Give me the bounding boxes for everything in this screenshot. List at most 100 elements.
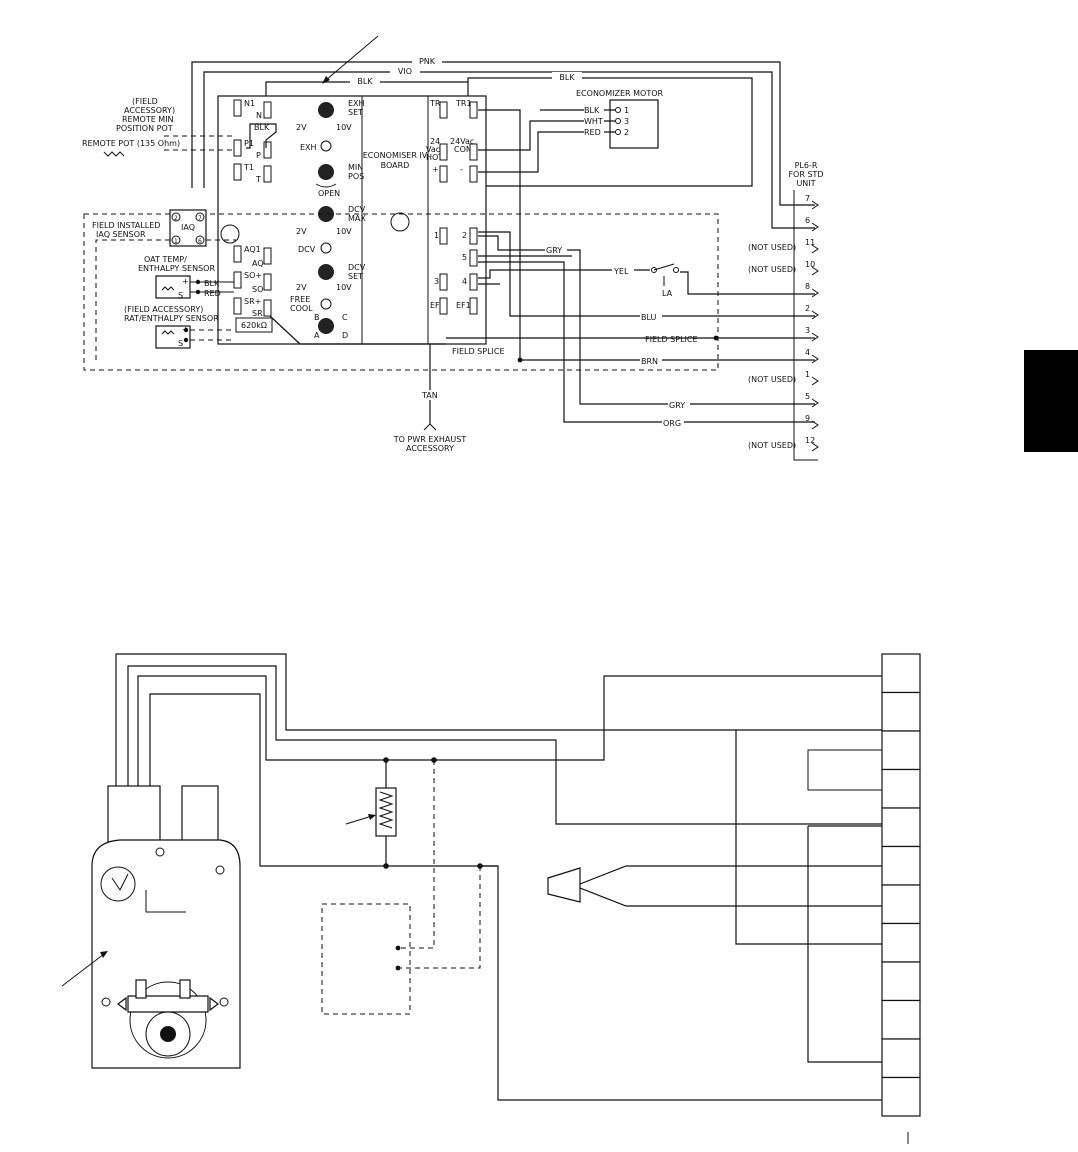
board-title: ECONOMISER IV xyxy=(363,151,428,160)
remote-pot-label: REMOTE POT (135 Ohm) xyxy=(82,139,180,148)
terminal-cell xyxy=(881,845,921,886)
plug-not-used-label: (NOT USED) xyxy=(748,375,796,384)
svg-text:(FIELD ACCESSORY): (FIELD ACCESSORY) xyxy=(124,305,203,314)
svg-text:EXH: EXH xyxy=(348,99,365,108)
svg-text:AQ: AQ xyxy=(252,259,264,268)
svg-text:P: P xyxy=(256,151,261,160)
plug-pl6-r xyxy=(793,190,818,461)
svg-text:FIELD SPLICE: FIELD SPLICE xyxy=(645,335,698,344)
plug-pin-9: 9 xyxy=(805,414,810,423)
plug-pin-12: 12 xyxy=(805,436,815,445)
terminal-cell xyxy=(881,884,921,925)
plug-pin-contact xyxy=(811,244,819,254)
plug-pin-contact xyxy=(811,332,819,342)
svg-text:SO+: SO+ xyxy=(244,271,262,280)
actuator-connector-right xyxy=(181,785,219,843)
svg-text:YEL: YEL xyxy=(613,267,629,276)
svg-text:ACCESSORY): ACCESSORY) xyxy=(124,106,175,115)
svg-text:3: 3 xyxy=(624,117,629,126)
svg-text:OPEN: OPEN xyxy=(318,189,340,198)
svg-text:HOT: HOT xyxy=(426,153,443,162)
svg-text:1: 1 xyxy=(174,238,178,245)
svg-text:COM: COM xyxy=(454,145,473,154)
actuator-wiring-diagram xyxy=(61,653,921,1144)
svg-text:FREE: FREE xyxy=(290,295,310,304)
svg-text:AQ1: AQ1 xyxy=(244,245,261,254)
svg-text:RAT/ENTHALPY SENSOR: RAT/ENTHALPY SENSOR xyxy=(124,314,219,323)
svg-text:3: 3 xyxy=(434,277,439,286)
svg-text:2V: 2V xyxy=(296,283,307,292)
svg-text:N: N xyxy=(256,111,262,120)
free-cool-led-icon xyxy=(320,298,332,310)
board-title-2: BOARD xyxy=(381,161,410,170)
svg-text:SET: SET xyxy=(348,272,363,281)
svg-text:TAN: TAN xyxy=(421,391,438,400)
svg-text:2V: 2V xyxy=(296,123,307,132)
svg-text:SR+: SR+ xyxy=(244,297,261,306)
svg-text:EXH: EXH xyxy=(300,143,317,152)
plug-pin-contact xyxy=(811,266,819,276)
wire-tr1-to-plug xyxy=(478,109,521,342)
svg-text:LA: LA xyxy=(662,289,673,298)
terminal-strip xyxy=(881,653,921,1117)
svg-text:4: 4 xyxy=(462,277,467,286)
svg-text:10V: 10V xyxy=(336,227,352,236)
svg-text:EF1: EF1 xyxy=(456,301,471,310)
plug-pin-3: 3 xyxy=(805,326,810,335)
svg-text:1: 1 xyxy=(624,106,629,115)
dcv-set-knob xyxy=(318,264,334,280)
svg-text:WHT: WHT xyxy=(584,117,603,126)
field-splice-boundary xyxy=(83,213,719,371)
exh-led-icon xyxy=(320,140,332,152)
svg-text:24Vac: 24Vac xyxy=(450,137,474,146)
plug-pin-contact xyxy=(811,442,819,452)
plug-pin-5: 5 xyxy=(805,392,810,401)
dcv-max-knob xyxy=(318,206,334,222)
board-mount-hole-left xyxy=(220,224,240,244)
field-device-box xyxy=(321,903,411,1015)
terminal-cell xyxy=(881,922,921,963)
plug-pin-11: 11 xyxy=(805,238,815,247)
svg-text:DCV: DCV xyxy=(348,205,366,214)
svg-text:+: + xyxy=(432,165,439,174)
plug-pin-10: 10 xyxy=(805,260,815,269)
svg-text:T: T xyxy=(255,175,261,184)
plug-pin-contact xyxy=(811,398,819,408)
plug-pin-4: 4 xyxy=(805,348,810,357)
plug-not-used-label: (NOT USED) xyxy=(748,243,796,252)
terminal-cell xyxy=(881,961,921,1002)
svg-text:BLK: BLK xyxy=(584,106,600,115)
free-cool-knob xyxy=(318,318,334,334)
svg-text:POS: POS xyxy=(348,172,364,181)
svg-text:+: + xyxy=(182,277,189,286)
jumper-block xyxy=(807,749,883,791)
plug-pin-contact xyxy=(811,222,819,232)
plug-not-used-label: (NOT USED) xyxy=(748,441,796,450)
svg-text:IAQ SENSOR: IAQ SENSOR xyxy=(96,230,146,239)
wire-label-blk-b: BLK xyxy=(559,73,575,82)
plug-pin-8: 8 xyxy=(805,282,810,291)
svg-text:2: 2 xyxy=(462,231,467,240)
plug-pin-contact xyxy=(811,288,819,298)
svg-text:DCV: DCV xyxy=(348,263,366,272)
terminal-cell xyxy=(881,730,921,771)
svg-text:10V: 10V xyxy=(336,283,352,292)
svg-text:ACCESSORY: ACCESSORY xyxy=(406,444,454,453)
svg-text:5: 5 xyxy=(462,253,467,262)
svg-text:B: B xyxy=(314,313,320,322)
svg-text:RED: RED xyxy=(204,289,221,298)
svg-text:A: A xyxy=(314,331,320,340)
svg-text:ENTHALPY SENSOR: ENTHALPY SENSOR xyxy=(138,264,215,273)
exh-set-knob xyxy=(318,102,334,118)
svg-text:FOR STD: FOR STD xyxy=(788,170,823,179)
pwr-exhaust-label: TO PWR EXHAUST xyxy=(393,435,467,444)
svg-text:GRY: GRY xyxy=(669,401,685,410)
svg-text:FIELD SPLICE: FIELD SPLICE xyxy=(452,347,505,356)
terminal-cell xyxy=(881,1076,921,1117)
svg-text:GRY: GRY xyxy=(546,246,562,255)
plug-label: PL6-R xyxy=(795,161,818,170)
svg-text:ORG: ORG xyxy=(663,419,681,428)
svg-text:D: D xyxy=(342,331,348,340)
